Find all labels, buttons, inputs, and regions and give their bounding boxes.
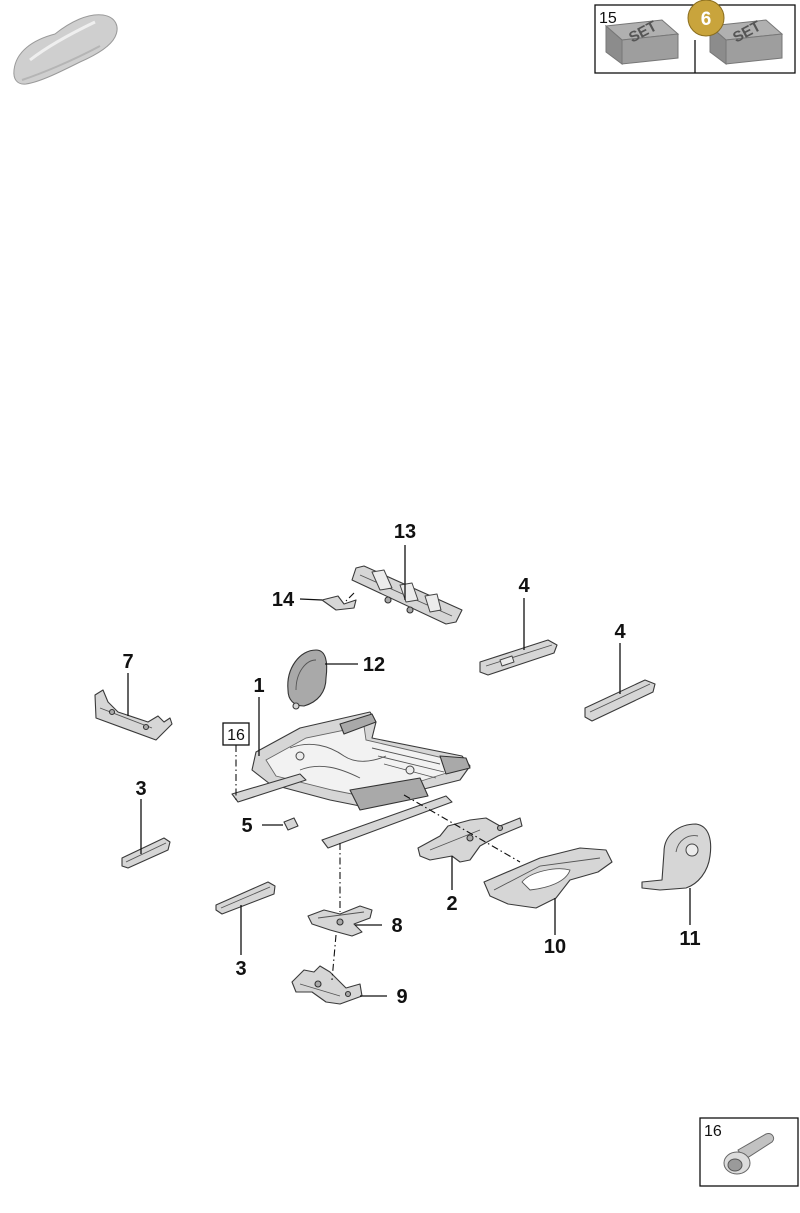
- part-4-rail-cover-right: [584, 679, 656, 722]
- part-8-adjuster: [307, 905, 373, 937]
- callout-3-left: 3: [135, 778, 146, 800]
- part-13-rail-bracket: [351, 565, 463, 625]
- part-5-block: [283, 817, 299, 831]
- part-3-rail-cover-left: [121, 837, 171, 869]
- part-4-rail-cover-upper: [479, 639, 558, 676]
- callout-13: 13: [394, 521, 416, 543]
- bolt-icon: [723, 1133, 775, 1175]
- set-box-icon-left: SET: [604, 18, 680, 65]
- badge-number: 6: [701, 9, 712, 30]
- part-7-bracket: [94, 689, 173, 741]
- badge-circle: [687, 0, 725, 37]
- set-box-icon-right: SET: [708, 18, 784, 65]
- part-2-bracket: [417, 817, 523, 863]
- ref-box-16-number: 16: [227, 727, 245, 744]
- callout-9: 9: [396, 986, 407, 1008]
- part-14-clip: [321, 595, 357, 611]
- callout-14: 14: [272, 589, 295, 611]
- callout-4-right: 4: [614, 621, 626, 643]
- bolt-panel: 16: [699, 1117, 799, 1187]
- part-10-side-trim: [483, 847, 613, 909]
- callout-3-lower: 3: [235, 958, 246, 980]
- callout-2: 2: [446, 893, 457, 915]
- callout-4-upper: 4: [518, 575, 530, 597]
- part-9-mechanism: [291, 965, 363, 1005]
- bolt-panel-ref-number: 16: [704, 1123, 722, 1140]
- car-silhouette-icon: [13, 14, 118, 85]
- part-1-seat-frame: [231, 711, 471, 849]
- part-11-cover-cap: [641, 823, 712, 891]
- callout-11: 11: [679, 928, 700, 950]
- set-panel-ref-number: 15: [599, 10, 617, 27]
- callout-12: 12: [363, 654, 385, 676]
- callout-7: 7: [122, 651, 133, 673]
- callout-8: 8: [391, 915, 402, 937]
- part-12-cover-shell: [287, 649, 328, 710]
- set-panel: 15 SET SET 6: [594, 0, 796, 74]
- callout-1: 1: [253, 675, 264, 697]
- callout-5: 5: [241, 815, 252, 837]
- part-3-rail-cover-lower: [215, 881, 276, 915]
- callout-10: 10: [544, 936, 566, 958]
